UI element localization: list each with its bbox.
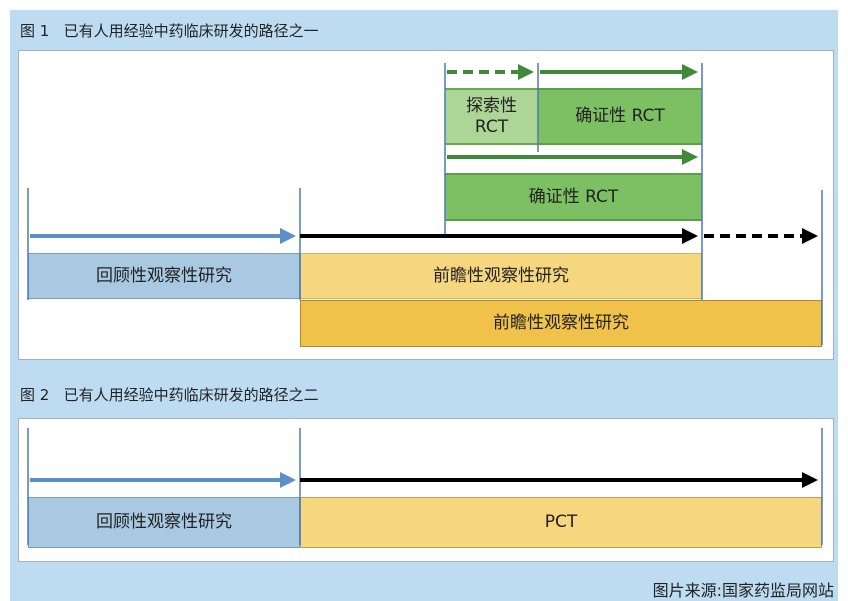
timeline-tick-lines bbox=[27, 63, 823, 545]
exploratory-rct-box: 探索性 RCT bbox=[445, 88, 538, 145]
figure1-title: 图 1 已有人用经验中药临床研发的路径之一 bbox=[20, 22, 319, 40]
pct-box: PCT bbox=[300, 497, 822, 548]
confirmatory-rct-box: 确证性 RCT bbox=[445, 173, 702, 221]
image-source-caption: 图片来源:国家药监局网站 bbox=[652, 581, 834, 600]
figure2-title: 图 2 已有人用经验中药临床研发的路径之二 bbox=[20, 386, 319, 404]
retrospective-study-box-2: 回顾性观察性研究 bbox=[28, 497, 300, 548]
confirmatory-rct-top-box: 确证性 RCT bbox=[538, 88, 702, 145]
retrospective-study-box: 回顾性观察性研究 bbox=[28, 253, 300, 299]
prospective-study-long-box: 前瞻性观察性研究 bbox=[300, 300, 822, 347]
